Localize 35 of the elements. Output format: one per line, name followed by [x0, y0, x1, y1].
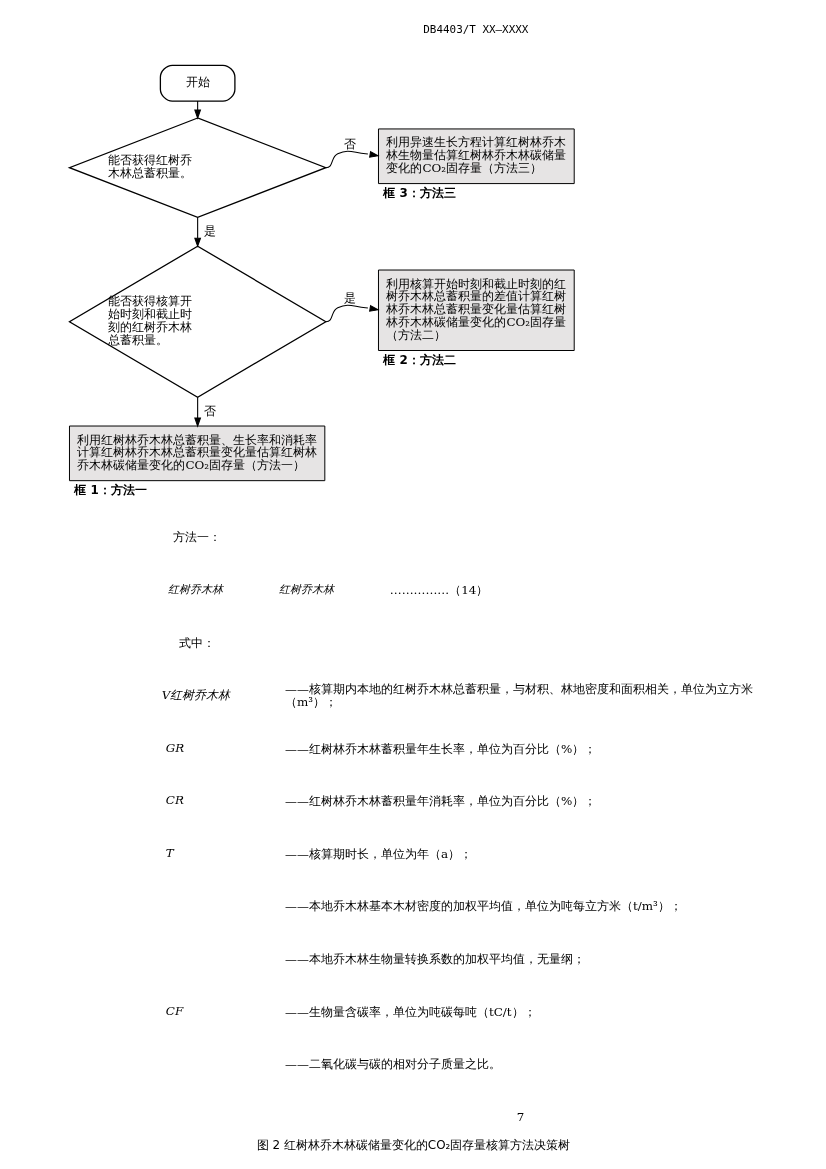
node-label: 框 1：方法一 — [73, 483, 147, 498]
label: ……………（14） — [389, 583, 488, 598]
label: ——生物量含碳率，单位为吨碳每吨（tC/t）； — [284, 1004, 536, 1019]
node-label: 框 3：方法三 — [382, 186, 456, 201]
label: ——本地乔木林基本木材密度的加权平均值，单位为吨每立方米（t/m³）； — [284, 899, 682, 914]
node-diamond: 能否获得核算开始时刻和截止时刻的红树乔木林总蓄积量。 — [67, 245, 327, 398]
label: ——核算期内本地的红树乔木林总蓄积量，与材积、林地密度和面积相关，单位为立方米（m³）； — [284, 681, 753, 709]
node-label: 框 2：方法二 — [382, 353, 456, 368]
arrow — [324, 304, 380, 323]
label: ——红树林乔木林蓄积量年消耗率，单位为百分比（%）； — [284, 794, 596, 809]
label: ——本地乔木林生物量转换系数的加权平均值，无量纲； — [284, 952, 585, 967]
label: ——核算期时长，单位为年（a）； — [284, 846, 472, 861]
node-diamond: 能否获得红树乔木林总蓄积量。 — [67, 117, 328, 219]
node-box: 开始 — [159, 64, 236, 102]
label: ——红树林乔木林蓄积量年生长率，单位为百分比（%）； — [284, 741, 596, 756]
label: 方法一： — [172, 530, 221, 545]
label: DB4403/T XX—XXXX — [422, 23, 528, 37]
label: CF — [165, 1003, 183, 1018]
label: CR — [165, 793, 184, 808]
edge-label: 是 — [343, 291, 356, 306]
label: ——二氧化碳与碳的相对分子质量之比。 — [284, 1057, 501, 1072]
label: T — [165, 845, 174, 860]
edge-label: 否 — [343, 137, 356, 152]
edge-label: 是 — [203, 223, 216, 238]
arrow — [193, 216, 201, 248]
label: 7 — [516, 1109, 524, 1124]
caption: 图 2 红树林乔木林碳储量变化的CO₂固存量核算方法决策树 — [256, 1137, 570, 1152]
label: 红树乔木林 — [278, 582, 334, 596]
arrow — [324, 150, 380, 169]
arrow — [193, 396, 201, 428]
label: V红树乔木林 — [161, 687, 230, 702]
label: 式中： — [178, 635, 215, 650]
label: GR — [165, 740, 184, 755]
label: 红树乔木林 — [167, 582, 223, 596]
edge-label: 否 — [203, 403, 216, 418]
